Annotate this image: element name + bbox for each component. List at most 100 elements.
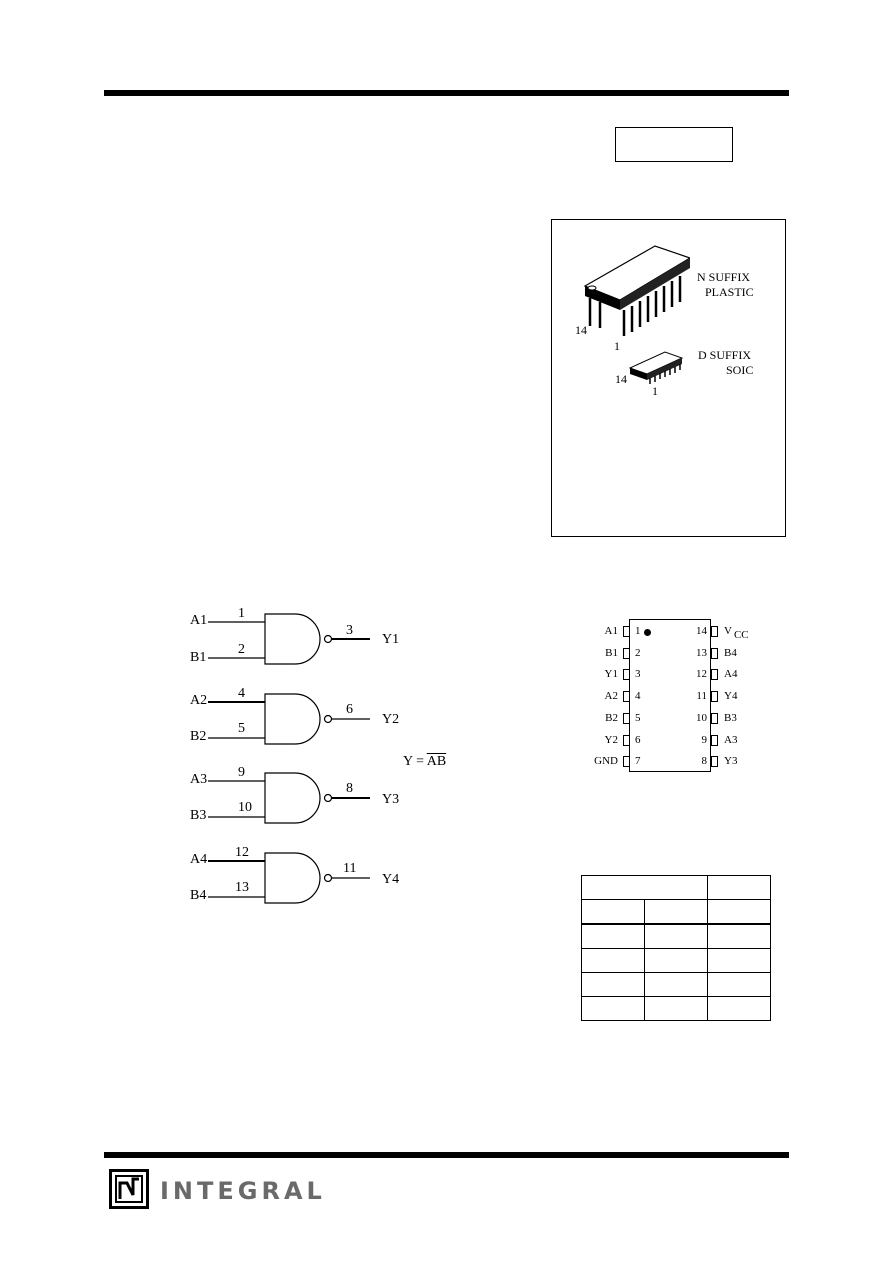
table-cell	[707, 923, 771, 949]
table-cell	[581, 899, 645, 925]
pin-name-7: GND	[594, 755, 618, 768]
pin-lead	[623, 669, 630, 681]
package-drawings	[583, 245, 690, 384]
pin-number-14: 14	[696, 625, 707, 637]
nand-gate-3	[208, 772, 370, 824]
logic-diagram	[208, 613, 370, 904]
gate3-pin-out: 8	[346, 781, 353, 796]
pin-lead	[623, 647, 630, 659]
pin1-dot-icon	[644, 629, 651, 636]
table-cell	[707, 899, 771, 925]
table-cell	[707, 996, 771, 1021]
package-box	[551, 219, 786, 537]
nand-gate-4	[208, 852, 370, 904]
n-suffix-type: PLASTIC	[705, 285, 754, 299]
table-cell	[644, 948, 708, 973]
gate1-pin-a: 1	[238, 606, 245, 621]
pin-name-text: A3	[724, 733, 738, 746]
nand-gate-2	[208, 693, 370, 745]
gate2-pin-out: 6	[346, 702, 353, 717]
equation-overbar: AB	[426, 754, 447, 769]
footer-logo-text: INTEGRAL	[160, 1177, 326, 1205]
pin-number-10: 10	[696, 711, 707, 724]
pin-lead	[623, 712, 630, 724]
gate4-input-b: B4	[190, 888, 207, 903]
gate4-pin-b: 13	[235, 880, 249, 895]
pin-name-4: A2	[604, 690, 618, 703]
pin-name-subscript: CC	[733, 629, 749, 641]
pin-number-12: 12	[696, 668, 707, 681]
pin-lead	[711, 669, 718, 681]
pin-name-13: B4	[724, 647, 737, 659]
pin-name-5: B2	[605, 711, 618, 724]
pin-name-text: V	[724, 625, 732, 637]
pin-lead	[711, 647, 718, 659]
table-cell	[581, 948, 645, 973]
pin-name-text: A4	[724, 668, 738, 681]
pin-lead	[711, 712, 718, 724]
pin-lead	[711, 691, 718, 703]
pin-number-8: 8	[701, 755, 708, 768]
table-cell	[707, 948, 771, 973]
d-pin-14-label: 14	[615, 372, 627, 386]
pin-number-2: 2	[635, 646, 641, 659]
gate4-output: Y4	[382, 872, 400, 887]
pin-number-9: 9	[701, 733, 708, 746]
d-suffix-type: SOIC	[726, 363, 754, 377]
pin-name-text: Y3	[724, 755, 738, 768]
table-cell	[644, 899, 708, 925]
pin-number-7: 7	[635, 755, 641, 768]
n-suffix-label: N SUFFIX	[697, 270, 751, 284]
gate4-input-a: A4	[190, 852, 208, 867]
pin-name-text: B3	[724, 711, 737, 724]
table-cell	[707, 972, 771, 997]
equation-prefix: Y =	[403, 754, 427, 769]
pin-name-12: A4	[724, 668, 737, 680]
pin-number-5: 5	[635, 711, 641, 724]
pin-name-11: Y4	[724, 690, 737, 702]
n-pin-1-label: 1	[614, 339, 620, 353]
gate1-pin-out: 3	[346, 623, 353, 638]
pin-lead	[623, 734, 630, 746]
table-cell	[581, 996, 645, 1021]
dip-package-icon	[583, 245, 690, 301]
pin-name-9: A3	[724, 734, 737, 746]
gate3-pin-a: 9	[238, 765, 245, 780]
d-pin-1-label: 1	[652, 384, 658, 398]
table-cell	[644, 996, 708, 1021]
pin-number-4: 4	[635, 690, 641, 703]
header-rule	[104, 90, 789, 96]
gate3-input-a: A3	[190, 772, 208, 787]
pin-name-10: B3	[724, 712, 737, 724]
gate2-pin-b: 5	[238, 721, 245, 736]
pin-number-6: 6	[635, 733, 641, 746]
pin-lead	[711, 756, 718, 768]
nand-gate-1	[208, 613, 370, 665]
pin-name-text: Y4	[724, 690, 738, 703]
gate2-pin-a: 4	[238, 686, 245, 701]
table-cell	[707, 875, 771, 900]
pin-lead	[623, 756, 630, 768]
pin-lead	[711, 626, 718, 637]
gate2-output: Y2	[382, 712, 400, 727]
pin-number-3: 3	[635, 668, 641, 681]
table-cell	[581, 875, 708, 900]
pin-lead	[623, 691, 630, 703]
logic-equation: Y = AB	[403, 754, 446, 770]
gate1-output: Y1	[382, 632, 400, 647]
n-pin-14-label: 14	[575, 323, 587, 337]
gate2-input-a: A2	[190, 693, 208, 708]
pin-name-text: B4	[724, 646, 737, 659]
part-number-box	[615, 127, 733, 162]
table-cell	[644, 972, 708, 997]
gate1-pin-b: 2	[238, 642, 245, 657]
gate3-output: Y3	[382, 792, 400, 807]
pin-name-6: Y2	[604, 733, 618, 746]
gate2-input-b: B2	[190, 729, 207, 744]
pin-lead	[623, 626, 630, 637]
gate1-input-a: A1	[190, 613, 208, 628]
gate3-pin-b: 10	[238, 800, 252, 815]
gate4-pin-out: 11	[343, 861, 357, 876]
pin-name-3: Y1	[604, 668, 618, 681]
